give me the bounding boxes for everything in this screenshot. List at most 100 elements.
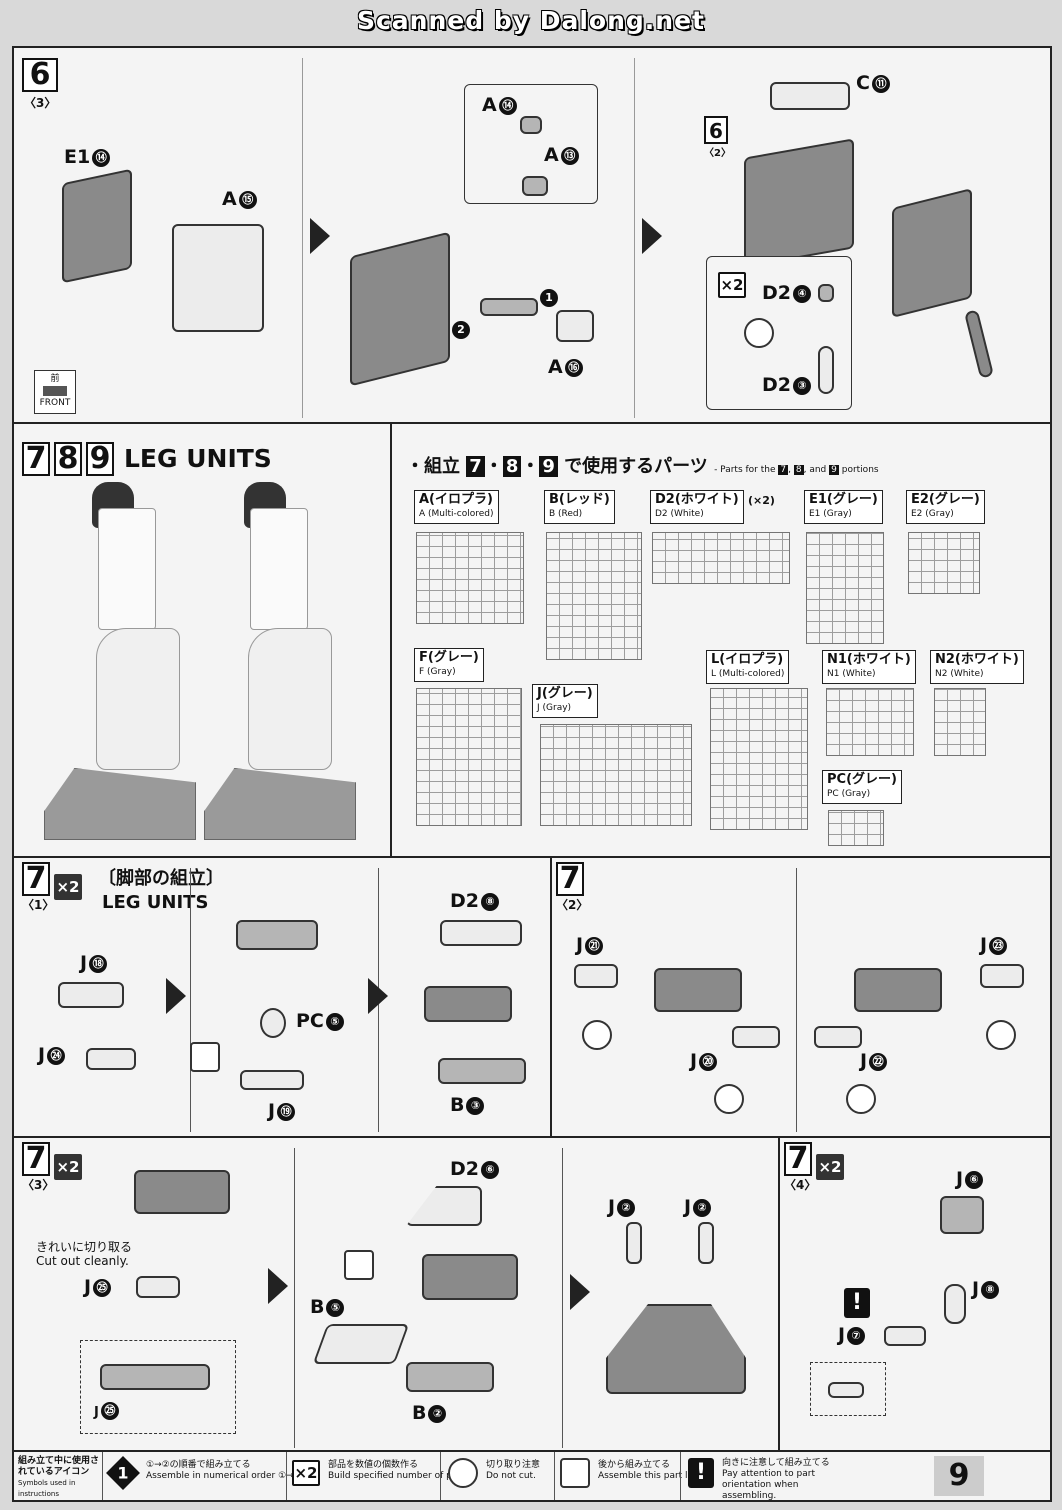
part-j25: [136, 1276, 180, 1298]
part-b3: [438, 1058, 526, 1084]
parts-title-en-and: , and: [803, 465, 827, 475]
step-7-1-number: 7: [22, 862, 50, 896]
step-7-3-number: 7: [22, 1142, 50, 1176]
leg-shin: [248, 628, 332, 770]
caution-icon: !: [688, 1458, 714, 1488]
cut-note-en: Cut out cleanly.: [36, 1254, 129, 1268]
runner-f-header: F(グレー)F (Gray): [414, 648, 484, 682]
runner-e1-header: E1(グレー)E1 (Gray): [804, 490, 883, 524]
step-7-box: 7: [22, 442, 50, 476]
part-j-upper: [236, 920, 318, 950]
part-b2: [406, 1362, 494, 1392]
runner-b-sprue: [546, 532, 642, 660]
runner-b-header: B(レッド)B (Red): [544, 490, 615, 524]
next-arrow: [642, 218, 662, 254]
numerical-order-icon: 1: [106, 1456, 140, 1490]
divider: [796, 868, 797, 1132]
next-arrow: [166, 978, 186, 1014]
runner-d2-count: (×2): [748, 494, 775, 507]
parts-title-jp-pre: ・組立: [406, 456, 460, 477]
runner-pc-header: PC(グレー)PC (Gray): [822, 770, 902, 804]
divider: [102, 1452, 103, 1500]
part-j8: [944, 1284, 966, 1324]
next-arrow: [368, 978, 388, 1014]
part-d2-6: [406, 1186, 482, 1226]
runner-n2-sprue: [934, 688, 986, 756]
next-arrow: [268, 1268, 288, 1304]
runner-e2-sprue: [908, 532, 980, 594]
step-6-number: 6: [22, 58, 58, 92]
step-7-4-substep: 〈4〉: [784, 1178, 817, 1192]
runner-d2-header: D2(ホワイト)D2 (White): [650, 490, 744, 524]
part-j25-sprue-detail: [100, 1364, 210, 1390]
step-9-box: 9: [86, 442, 114, 476]
runner-e2-header: E2(グレー)E2 (Gray): [906, 490, 985, 524]
runner-l-header: L(イロプラ)L (Multi-colored): [706, 650, 790, 684]
part-d2-3-rod: [963, 309, 995, 379]
next-arrow: [570, 1274, 590, 1310]
assemble-later-icon: [344, 1250, 374, 1280]
part-j22: [814, 1026, 862, 1048]
runner-l-sprue: [710, 688, 808, 830]
leg-thigh: [98, 508, 156, 630]
parts-title-step-9: 9: [539, 456, 558, 477]
leg-joint-assembly: [654, 968, 742, 1012]
step-7-1-substep: 〈1〉: [22, 898, 55, 912]
part-a14: [520, 116, 542, 134]
arm-frame-assembly: [744, 138, 854, 268]
repeat-x2-icon: ×2: [718, 272, 746, 298]
divider: [680, 1452, 681, 1500]
step-7-2-number: 7: [556, 862, 584, 896]
divider: [302, 58, 303, 418]
divider: [440, 1452, 441, 1500]
step-seq-2: 2: [450, 318, 470, 340]
part-j18: [58, 982, 124, 1008]
part-a16: [556, 310, 594, 342]
section-divider: [14, 1450, 1050, 1452]
parts-title-en-step-9: 9: [829, 465, 839, 475]
page-number: 9: [934, 1456, 984, 1496]
parts-title-dot: ・: [484, 456, 503, 477]
runner-n2-header: N2(ホワイト)N2 (White): [930, 650, 1024, 684]
do-not-cut-icon: [744, 318, 774, 348]
divider: [634, 58, 635, 418]
legend-header: 組み立て中に使用されているアイコン Symbols used in instru…: [18, 1456, 100, 1500]
shoe-icon: [43, 386, 67, 396]
scan-watermark: Scanned by Dalong.net: [356, 6, 705, 35]
divider: [778, 1136, 780, 1450]
leg-assembly-title-jp: 〔脚部の組立〕: [98, 868, 224, 889]
part-j19: [240, 1070, 304, 1090]
part-d2-4: [818, 284, 834, 302]
divider: [390, 424, 392, 856]
parts-title-en-step-7: 7: [778, 465, 789, 475]
arm-shield-assembly: [892, 188, 972, 318]
leg-joint-assembly: [134, 1170, 230, 1214]
repeat-x2-icon: ×2: [54, 874, 82, 900]
ref-step-6-sub: 〈2〉: [704, 148, 731, 159]
orientation-detail-inset: [810, 1362, 886, 1416]
section-divider: [14, 422, 1050, 424]
leg-thigh: [250, 508, 308, 630]
parts-title-en-step-8: 8: [793, 465, 804, 475]
next-arrow: [310, 218, 330, 254]
step-seq-1: 1: [538, 286, 558, 308]
step-7-2-substep: 〈2〉: [556, 898, 589, 912]
